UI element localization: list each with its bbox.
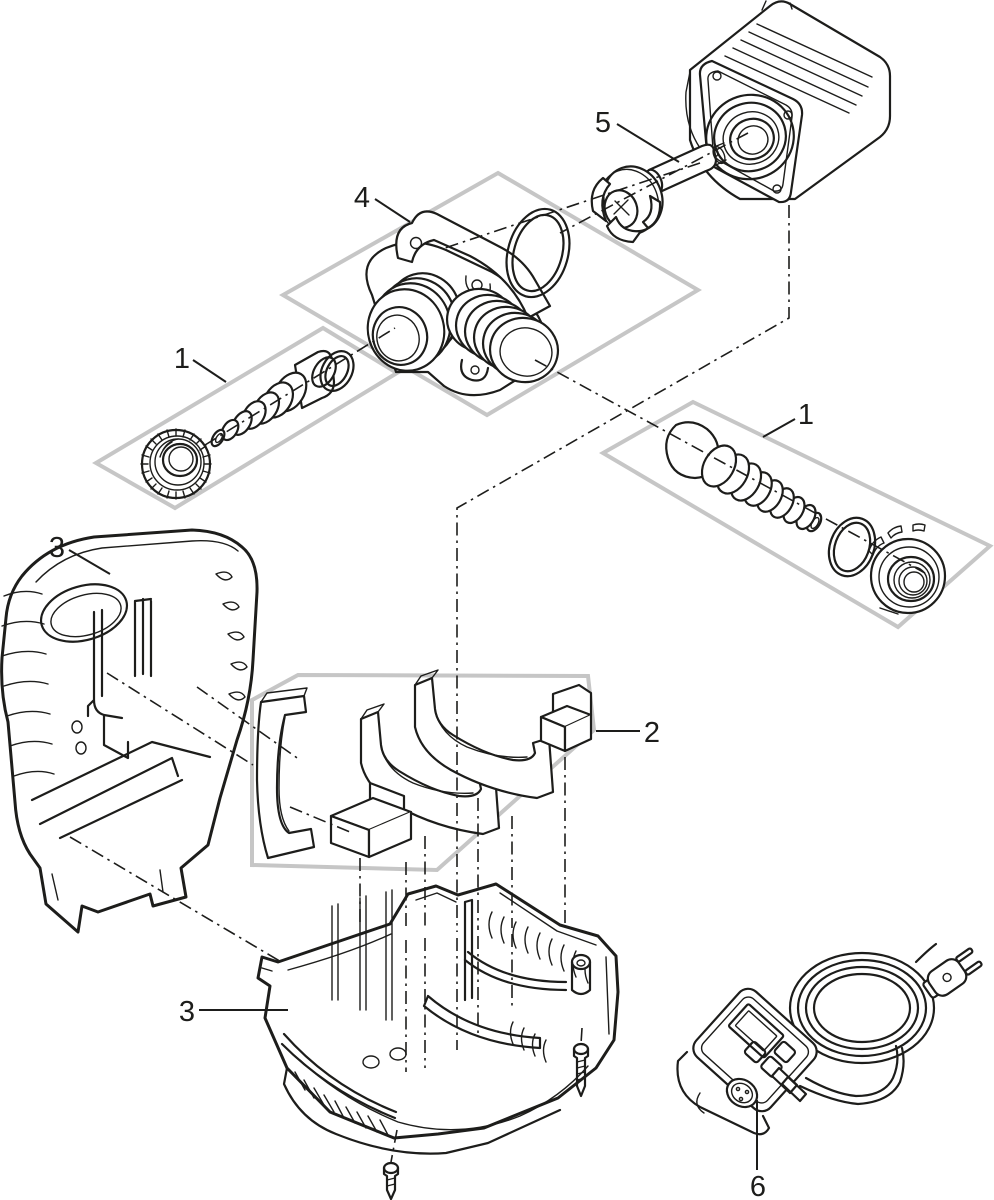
leader-3-top bbox=[68, 549, 111, 575]
cable-gland bbox=[770, 1066, 808, 1103]
screw-bottom[interactable] bbox=[382, 1161, 400, 1200]
union-nut-right bbox=[868, 523, 947, 615]
assembly-centerlines bbox=[69, 132, 926, 1163]
casing-shell-top[interactable] bbox=[0, 528, 259, 934]
leader-1-left bbox=[192, 359, 227, 383]
callout-5[interactable]: 5 bbox=[595, 107, 680, 163]
callout-label-3-top[interactable]: 3 bbox=[49, 532, 65, 564]
controller-button-3[interactable] bbox=[743, 1040, 767, 1064]
callout-4[interactable]: 4 bbox=[354, 182, 411, 223]
frame-housing bbox=[279, 170, 702, 418]
callout-label-1-right[interactable]: 1 bbox=[798, 399, 814, 431]
controller-button-1[interactable] bbox=[773, 1040, 797, 1064]
callout-label-1-left[interactable]: 1 bbox=[174, 343, 190, 375]
callout-label-5[interactable]: 5 bbox=[595, 107, 611, 139]
pump-outlet-housing[interactable] bbox=[358, 210, 564, 397]
callout-label-3-bottom[interactable]: 3 bbox=[179, 996, 195, 1028]
leader-1-right bbox=[762, 418, 796, 438]
callout-3-top[interactable]: 3 bbox=[49, 532, 111, 575]
callouts: 5 4 1 1 3 2 3 6 bbox=[49, 107, 814, 1200]
motor-unit[interactable] bbox=[685, 0, 892, 204]
callout-1-left[interactable]: 1 bbox=[174, 343, 227, 383]
housing-bracket bbox=[395, 210, 552, 320]
callout-label-6[interactable]: 6 bbox=[750, 1171, 766, 1200]
clamp-block-left bbox=[329, 781, 413, 859]
rotor-impeller[interactable] bbox=[590, 142, 727, 244]
callout-6[interactable]: 6 bbox=[750, 1100, 766, 1200]
callout-1-right[interactable]: 1 bbox=[762, 399, 814, 438]
union-nut-left bbox=[140, 428, 212, 500]
power-plug bbox=[922, 947, 983, 999]
clamp-block-right bbox=[539, 683, 593, 753]
callout-3-bottom[interactable]: 3 bbox=[179, 996, 288, 1028]
clamp-set[interactable] bbox=[255, 669, 593, 860]
power-cable-coil bbox=[788, 951, 936, 1065]
clamp-saddle-right bbox=[413, 669, 555, 800]
controller-unit[interactable] bbox=[676, 942, 984, 1136]
leader-5 bbox=[616, 123, 680, 163]
callout-label-2[interactable]: 2 bbox=[644, 717, 660, 749]
frame-hose-connector-left bbox=[92, 325, 401, 511]
callout-2[interactable]: 2 bbox=[596, 717, 660, 749]
screw-right[interactable] bbox=[572, 1042, 590, 1098]
leader-4 bbox=[374, 198, 411, 223]
hose-connector-left[interactable] bbox=[140, 345, 360, 500]
callout-label-4[interactable]: 4 bbox=[354, 182, 370, 214]
hose-connector-right[interactable] bbox=[665, 421, 947, 615]
part-group-frames bbox=[92, 170, 994, 873]
power-connector bbox=[725, 1077, 759, 1109]
controller-display bbox=[727, 1003, 785, 1059]
flat-gasket bbox=[319, 350, 355, 392]
frame-hose-connector-right bbox=[599, 399, 994, 630]
casing-shell-bottom[interactable] bbox=[256, 882, 620, 1155]
clamp-bracket-left bbox=[255, 687, 316, 860]
frame-clamp-set bbox=[250, 672, 597, 873]
o-ring-large[interactable] bbox=[497, 201, 579, 304]
